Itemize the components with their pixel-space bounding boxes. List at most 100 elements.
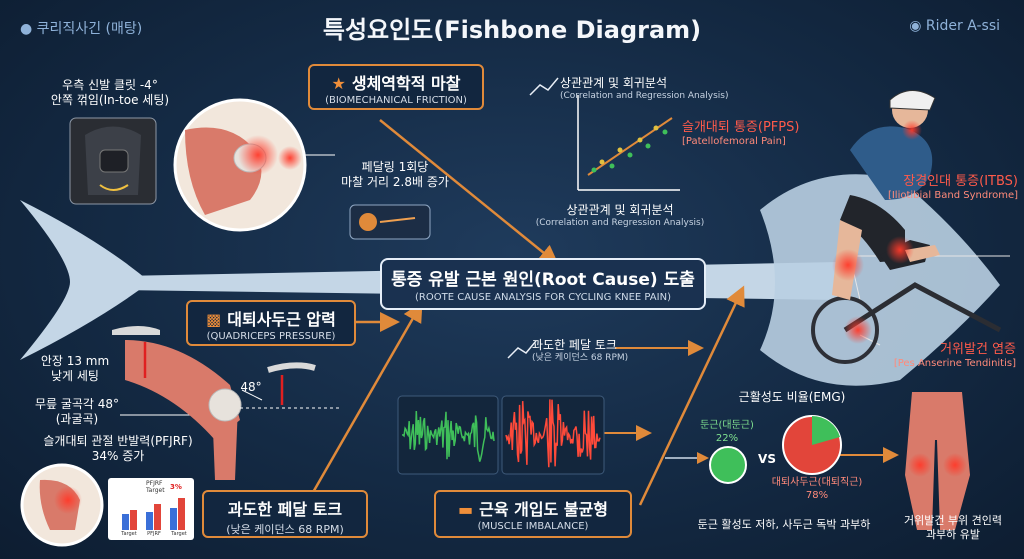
corr-title-2: 상관관계 및 회귀분석 (566, 203, 674, 217)
pfjrf-chart-bars (122, 498, 185, 530)
category-quadriceps-subtitle: (QUADRICEPS PRESSURE) (206, 331, 336, 342)
quad-label: 대퇴사두근(대퇴직근) 78% (762, 477, 872, 502)
pfjrf-annotation: 슬개대퇴 관절 반발력(PFJRF) 34% 증가 (18, 434, 218, 464)
fish-tail (20, 200, 150, 360)
corr-label-1: 상관관계 및 회귀분석 (Correlation and Regression … (560, 76, 729, 102)
category-muscle-title: 근육 개입도 불균형 (479, 500, 609, 519)
trend-icon-2 (507, 340, 537, 359)
root-cause-box[interactable]: 통증 유발 근본 원인(Root Cause) 도출 (ROOTE CAUSE … (380, 258, 706, 310)
saddle-line1: 안장 13 mm (40, 354, 110, 368)
pfjrf-bar-0 (122, 514, 129, 530)
saddle-line2: 낮게 세팅 (51, 369, 99, 383)
cleat-line2: 안쪽 꺾임(In-toe 세팅) (50, 93, 170, 107)
header-left: ● 쿠리직사긴 (매탕) (20, 18, 142, 38)
header-right-label: Rider A-ssi (925, 18, 1000, 34)
pfjrf-bar-5 (178, 498, 185, 530)
category-biomechanical-title: 생체역학적 마찰 (351, 74, 461, 93)
pfjrf-chart-legend: PFJRF Target (146, 480, 165, 494)
legend-target: Target (146, 486, 165, 494)
friction-icon (349, 204, 431, 240)
knee-line2: (과굴곡) (55, 412, 99, 426)
header-right: ◉ Rider A-ssi (909, 18, 1000, 34)
category-biomechanical[interactable]: ★ 생체역학적 마찰 (BIOMECHANICAL FRICTION) (308, 64, 484, 110)
emg-title: 근활성도 비율(EMG) (738, 390, 846, 404)
corr-title-1: 상관관계 및 회귀분석 (560, 76, 667, 90)
friction-line1: 페달링 1회당 (361, 160, 429, 174)
torque-small-label: 과도한 페달 토크 (낮은 케이던스 68 RPM) (532, 338, 652, 364)
emg-vs: VS (758, 452, 776, 466)
pain-itbs: 장경인대 통증(ITBS) [Iliotibial Band Syndrome] (868, 174, 1018, 203)
category-torque[interactable]: 과도한 페달 토크 (낮은 케이던스 68 RPM) (202, 490, 368, 538)
glute-label-text: 둔근(대둔근) (700, 420, 754, 431)
friction-annotation: 페달링 1회당 마찰 거리 2.8배 증가 (320, 160, 470, 190)
pfjrf-line1: 슬개대퇴 관절 반발력(PFJRF) (43, 434, 193, 448)
cleat-line1: 우측 신발 클릿 -4° (62, 78, 158, 92)
dumbbell-icon: ▬ (457, 500, 474, 519)
knee-illustration (173, 98, 307, 232)
emg-caption: 둔근 활성도 저하, 사두근 독박 과부하 (697, 518, 871, 531)
emg-pie-quad (782, 415, 842, 475)
green-wave (401, 410, 495, 462)
cleat-photo (69, 117, 157, 205)
torque-small-sub: (낮은 케이던스 68 RPM) (532, 353, 629, 363)
xlabel-1: PFJRF (147, 531, 161, 537)
emg-pie-glute (709, 446, 747, 484)
pain-pes: 거위발건 염증 [Pes Anserine Tendinitis] (876, 342, 1016, 371)
corr-sub-1: (Correlation and Regression Analysis) (560, 91, 729, 101)
pfjrf-bar-4 (170, 508, 177, 530)
pfjrf-line2: 34% 증가 (91, 449, 145, 463)
header-left-label: 쿠리직사긴 (매탕) (36, 21, 143, 37)
glute-label: 둔근(대둔근) 22% (692, 420, 762, 445)
runner-icon: ★ (331, 74, 346, 93)
category-quadriceps[interactable]: ▩ 대퇴사두근 압력 (QUADRICEPS PRESSURE) (186, 300, 356, 346)
xlabel-2: Target (171, 531, 187, 537)
corr-sub-2: (Correlation and Regression Analysis) (535, 218, 705, 228)
legs-anatomy (905, 392, 970, 530)
tendon-line2: 과부하 유발 (925, 527, 981, 541)
tendon-annotation: 거위발건 부위 견인력 과부하 유발 (888, 514, 1018, 542)
bar-chart-icon: ▩ (206, 310, 222, 329)
root-cause-title: 통증 유발 근본 원인(Root Cause) 도출 (391, 270, 695, 290)
pes-sub: [Pes Anserine Tendinitis] (893, 358, 1016, 370)
trend-icon (529, 77, 559, 96)
knee-angle-annotation: 무릎 굴곡각 48° (과굴곡) (22, 397, 132, 427)
category-muscle-subtitle: (MUSCLE IMBALANCE) (477, 521, 589, 532)
tendon-line1: 거위발건 부위 견인력 (903, 514, 1003, 527)
scatter-plot (577, 95, 680, 191)
emg-waveforms (397, 395, 605, 475)
category-torque-subtitle: (낮은 케이던스 68 RPM) (226, 523, 344, 536)
red-wave (505, 399, 601, 468)
cyclist-illustration (811, 90, 1002, 364)
friction-line2: 마찰 거리 2.8배 증가 (341, 175, 449, 189)
user-icon: ◉ (909, 18, 922, 34)
category-quadriceps-title: 대퇴사두근 압력 (227, 310, 336, 329)
saddle-annotation: 안장 13 mm 낮게 세팅 (20, 354, 130, 384)
angle-label: 48° (240, 380, 262, 394)
corr-label-2: 상관관계 및 회귀분석 (Correlation and Regression … (520, 203, 720, 229)
category-biomechanical-subtitle: (BIOMECHANICAL FRICTION) (325, 95, 467, 106)
torque-small-title: 과도한 페달 토크 (532, 338, 617, 352)
pfjrf-bar-3 (154, 504, 161, 530)
cleat-annotation: 우측 신발 클릿 -4° 안쪽 꺾임(In-toe 세팅) (30, 78, 190, 108)
pfps-title: 슬개대퇴 통증(PFPS) (682, 120, 800, 135)
page-title: 특성요인도(Fishbone Diagram) (322, 16, 702, 44)
root-cause-subtitle: (ROOTE CAUSE ANALYSIS FOR CYCLING KNEE P… (415, 292, 671, 303)
pfjrf-chart-xlabels: Target PFJRF Target (116, 531, 192, 537)
person-icon: ● (20, 21, 33, 37)
itbs-title: 장경인대 통증(ITBS) (903, 174, 1018, 189)
pfjrf-chart-highlight: 3% (170, 483, 182, 491)
knee-line1: 무릎 굴곡각 48° (34, 397, 120, 411)
category-torque-title: 과도한 페달 토크 (227, 500, 343, 519)
itbs-sub: [Iliotibial Band Syndrome] (887, 190, 1018, 202)
category-muscle[interactable]: ▬ 근육 개입도 불균형 (MUSCLE IMBALANCE) (434, 490, 632, 538)
pfps-sub: [Patellofemoral Pain] (682, 136, 786, 148)
pain-pfps: 슬개대퇴 통증(PFPS) [Patellofemoral Pain] (682, 120, 832, 149)
leg-illustration (112, 326, 340, 480)
glute-pct: 22% (715, 432, 739, 444)
pfjrf-bar-2 (146, 512, 153, 530)
legend-pfjrf: PFJRF (146, 480, 163, 487)
pes-title: 거위발건 염증 (940, 342, 1016, 357)
quad-pct: 78% (805, 489, 829, 501)
quad-label-text: 대퇴사두근(대퇴직근) (771, 477, 863, 488)
pfjrf-bar-1 (130, 510, 137, 530)
